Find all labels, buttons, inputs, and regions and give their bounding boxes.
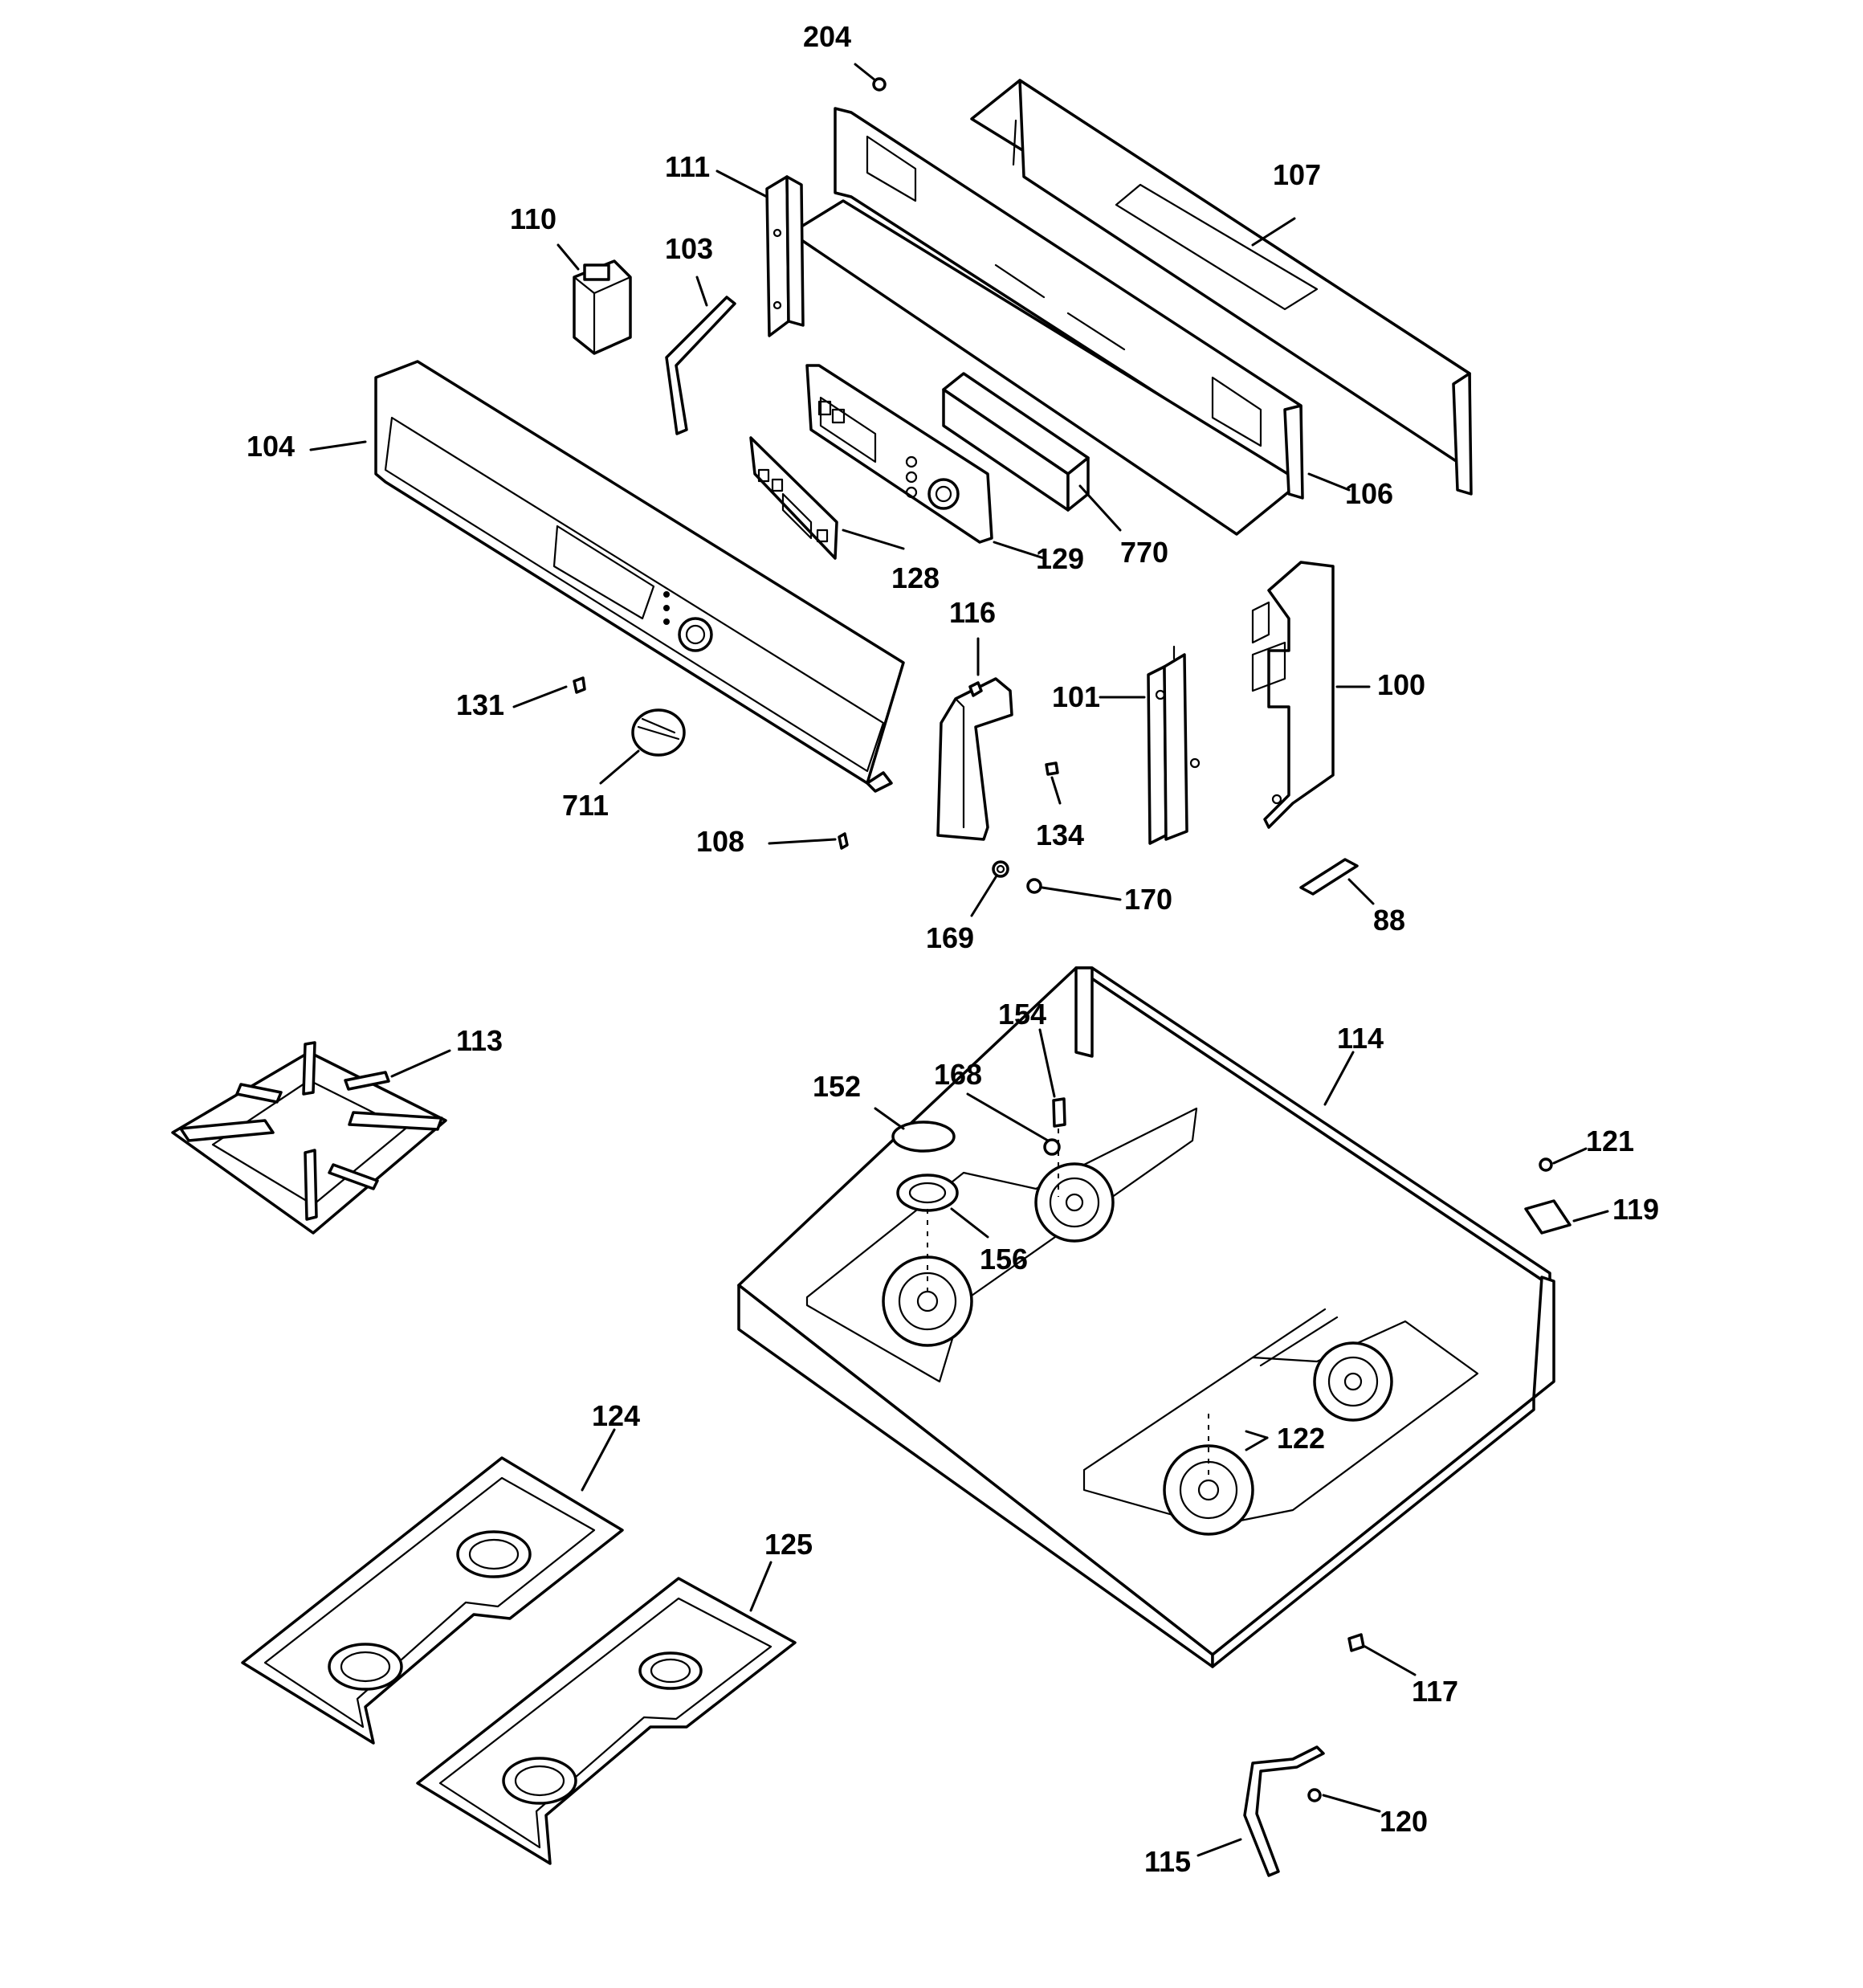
callout-111: 111 [665, 150, 710, 183]
callout-113: 113 [456, 1024, 503, 1057]
callout-121: 121 [1586, 1125, 1634, 1157]
callout-122: 122 [1277, 1422, 1325, 1455]
part-152-burner-cap [891, 1121, 956, 1153]
bracket-119 [1524, 1199, 1572, 1235]
part-168-screw [1043, 1138, 1061, 1156]
callout-106: 106 [1345, 477, 1393, 510]
callout-128: 128 [891, 561, 940, 594]
part-129-control-board [805, 364, 993, 544]
callout-129: 129 [1036, 542, 1084, 575]
part-770-bracket [942, 372, 1090, 512]
callout-156: 156 [980, 1243, 1028, 1276]
callout-119: 119 [1612, 1193, 1659, 1226]
washer-169 [992, 860, 1009, 878]
callout-131: 131 [456, 688, 504, 721]
screw-170 [1026, 878, 1042, 894]
callout-134: 134 [1036, 818, 1084, 851]
part-100-side-trim [1251, 561, 1335, 829]
callout-115: 115 [1144, 1845, 1191, 1878]
callout-125: 125 [764, 1528, 813, 1561]
part-107-rear-top-panel [970, 79, 1473, 496]
clip-131 [573, 676, 586, 694]
part-711-knob [631, 708, 686, 757]
small-fasteners [573, 77, 1572, 1802]
callout-104: 104 [247, 430, 295, 463]
part-101-bracket [1147, 645, 1201, 845]
callout-170: 170 [1124, 883, 1172, 916]
part-114-cooktop [737, 966, 1555, 1668]
callout-114: 114 [1337, 1022, 1384, 1055]
callout-168: 168 [934, 1058, 982, 1091]
screw-108 [838, 832, 849, 850]
callout-101: 101 [1052, 680, 1100, 713]
part-115-rod [1243, 1745, 1325, 1877]
callout-169: 169 [926, 921, 974, 954]
callout-labels: 204 107 111 110 103 104 106 128 129 770 … [247, 20, 1659, 1878]
orifice-117 [1347, 1633, 1365, 1652]
bracket-88 [1299, 858, 1359, 896]
callout-100: 100 [1377, 668, 1425, 701]
screw-134 [1045, 761, 1059, 776]
callout-770: 770 [1120, 536, 1168, 569]
part-154-electrode [1052, 1097, 1066, 1128]
callout-120: 120 [1380, 1805, 1428, 1838]
callout-108: 108 [696, 825, 744, 858]
callout-117: 117 [1412, 1675, 1458, 1708]
screw-120 [1307, 1788, 1322, 1802]
screw-121 [1539, 1157, 1553, 1172]
part-111-bracket [765, 175, 805, 337]
callout-154: 154 [998, 998, 1046, 1031]
screw-204 [872, 77, 887, 92]
callout-124: 124 [592, 1399, 640, 1432]
part-106-backguard [789, 107, 1304, 536]
leader-lines [309, 63, 1609, 1857]
part-124-drip-pan [241, 1456, 624, 1745]
callout-204: 204 [803, 20, 851, 53]
burner-assembly [891, 1097, 1209, 1478]
callout-110: 110 [510, 202, 556, 235]
part-125-drip-pan [416, 1577, 797, 1865]
callout-107: 107 [1273, 158, 1321, 191]
part-128-overlay [749, 436, 838, 560]
part-103-bar [665, 296, 736, 435]
part-113-burner-grate [171, 1041, 447, 1235]
part-156-burner-head [896, 1174, 959, 1212]
callout-103: 103 [665, 232, 713, 265]
part-116-end-cap [936, 677, 1013, 841]
callout-711: 711 [562, 789, 609, 822]
callout-116: 116 [949, 596, 996, 629]
part-110-relay [573, 259, 632, 355]
part-104-control-panel [374, 360, 905, 793]
callout-152: 152 [813, 1070, 861, 1103]
callout-88: 88 [1373, 904, 1405, 937]
